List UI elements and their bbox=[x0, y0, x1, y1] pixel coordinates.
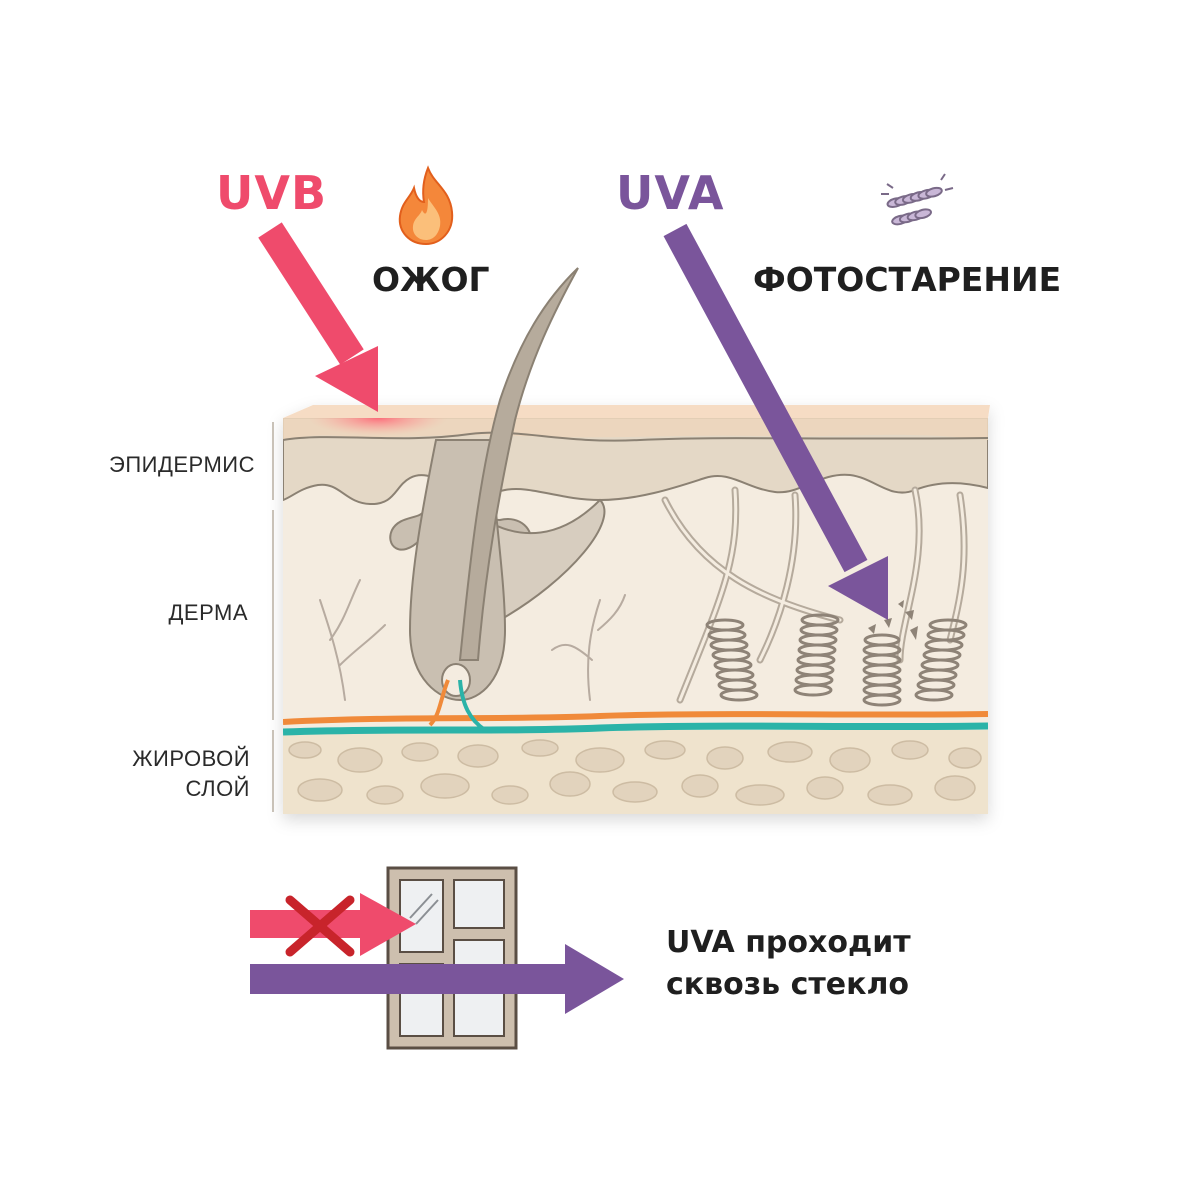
burn-spot bbox=[308, 418, 448, 436]
collagen-fragments bbox=[868, 600, 918, 640]
hair-shaft bbox=[458, 267, 579, 661]
photoaging-label: ФОТОСТАРЕНИЕ bbox=[753, 260, 1062, 299]
broken-collagen-icon bbox=[881, 173, 954, 226]
nerve-orange bbox=[283, 711, 988, 725]
fat-label-line1: ЖИРОВОЙ bbox=[132, 746, 250, 771]
uva-label: UVA bbox=[616, 166, 725, 220]
uvb-arrow bbox=[258, 222, 378, 412]
fat-label-line2: СЛОЙ bbox=[185, 776, 250, 801]
blood-vessels bbox=[319, 579, 626, 701]
uva-pass-arrow bbox=[250, 944, 624, 1014]
uva-arrow bbox=[663, 223, 888, 620]
glass-caption: UVA проходит сквозь стекло bbox=[666, 922, 966, 1006]
nerve-teal bbox=[283, 722, 988, 736]
burn-label: ОЖОГ bbox=[372, 260, 490, 299]
flame-icon bbox=[398, 165, 454, 246]
uvb-label: UVB bbox=[216, 166, 328, 220]
collagen-springs bbox=[705, 613, 968, 707]
fat-cells bbox=[288, 739, 982, 806]
dermis-label: ДЕРМА bbox=[168, 600, 248, 625]
skin-surface bbox=[283, 405, 990, 418]
epidermis-label: ЭПИДЕРМИС bbox=[109, 452, 255, 477]
window-icon bbox=[386, 866, 518, 1050]
glass-caption-line2: сквозь стекло bbox=[666, 967, 910, 1002]
cross-icon bbox=[285, 895, 355, 957]
fat-layer-label: ЖИРОВОЙ СЛОЙ bbox=[132, 744, 250, 804]
glass-caption-line1: UVA проходит bbox=[666, 925, 911, 960]
